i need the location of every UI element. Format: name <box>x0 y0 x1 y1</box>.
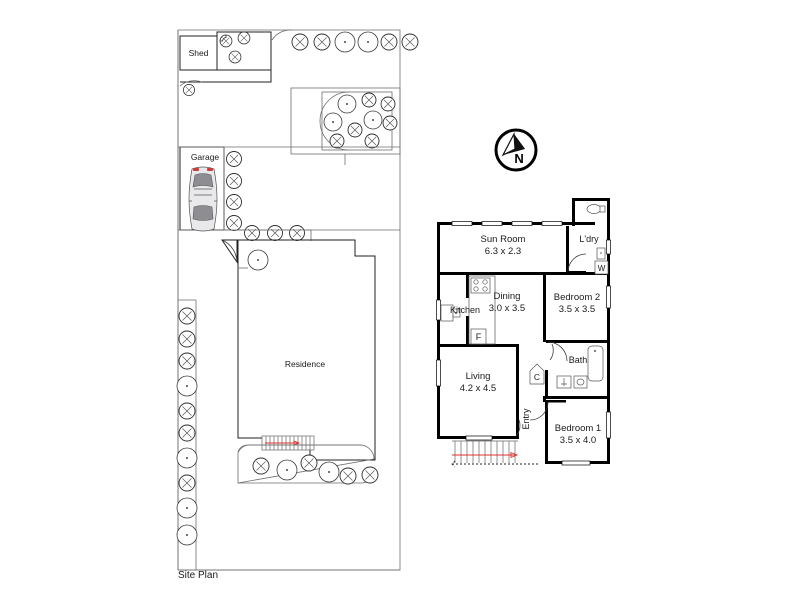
driveway-entry-shrub <box>221 239 269 271</box>
bath-room: Bath C <box>529 343 604 389</box>
floor-plan-group: Kitchen F Sun Room 6.3 x 2.3 L'dry W <box>436 198 611 468</box>
interior-walls <box>437 226 610 402</box>
car-icon <box>188 166 218 232</box>
sun-room: Sun Room 6.3 x 2.3 <box>481 234 526 257</box>
tree-row-left-boundary <box>176 307 198 546</box>
entry-label: Entry <box>521 408 531 430</box>
bedroom-2-label: Bedroom 2 <box>554 292 600 303</box>
stove-cooktop-icon <box>470 277 491 294</box>
windows <box>436 221 611 466</box>
living-dimensions: 4.2 x 4.5 <box>460 383 496 394</box>
dining-room: Dining 3.0 x 3.5 <box>489 291 525 314</box>
shed-shrubs <box>219 31 251 64</box>
bedroom-1: Bedroom 1 3.5 x 4.0 <box>555 423 601 446</box>
residence-front-steps <box>261 435 315 451</box>
washer-label: W <box>598 264 606 273</box>
residence-label: Residence <box>285 359 325 369</box>
kitchen-sink-icon <box>440 304 461 322</box>
front-porch-planting <box>252 454 379 485</box>
entry-hall: Entry <box>515 400 566 437</box>
cupboard-label: C <box>534 372 540 382</box>
site-structure-shed: Shed <box>179 31 272 96</box>
front-entry-steps <box>451 440 540 468</box>
garage-label: Garage <box>191 152 220 162</box>
compass-north-label: N <box>514 151 523 166</box>
shed-label: Shed <box>189 48 209 58</box>
wc-room <box>575 204 606 225</box>
driveway-shrubs <box>223 147 312 241</box>
site-structure-garage: Garage <box>178 146 400 241</box>
dining-dimensions: 3.0 x 3.5 <box>489 303 525 314</box>
site-plan-caption: Site Plan <box>178 570 218 581</box>
bedroom-2: Bedroom 2 3.5 x 3.5 <box>547 292 600 362</box>
living-room: Living 4.2 x 4.5 <box>460 371 496 394</box>
bedroom-1-dimensions: 3.5 x 4.0 <box>560 435 596 446</box>
kitchen-label: Kitchen <box>450 305 480 315</box>
north-compass-rose: N <box>494 128 538 172</box>
shed-corner-shrub <box>179 80 203 96</box>
cupboard-marker: C <box>529 363 545 385</box>
fridge-label: F <box>476 332 482 342</box>
laundry-room: L'dry W <box>567 234 609 275</box>
bedroom-1-label: Bedroom 1 <box>555 423 601 434</box>
bath-label: Bath <box>569 355 588 365</box>
garden-bed <box>290 87 401 165</box>
tree-row-top <box>271 29 419 53</box>
living-label: Living <box>466 371 491 382</box>
laundry-label: L'dry <box>579 234 599 244</box>
kitchen-area: Kitchen F <box>440 275 496 345</box>
fridge-marker: F <box>470 328 487 345</box>
dining-label: Dining <box>494 291 521 302</box>
bedroom-2-dimensions: 3.5 x 3.5 <box>559 304 595 315</box>
site-structure-residence: Residence <box>237 239 376 484</box>
site-plan-group: Shed <box>176 29 419 581</box>
washer-marker: W <box>594 260 609 275</box>
sun-room-label: Sun Room <box>481 234 526 245</box>
sun-room-dimensions: 6.3 x 2.3 <box>485 246 521 257</box>
